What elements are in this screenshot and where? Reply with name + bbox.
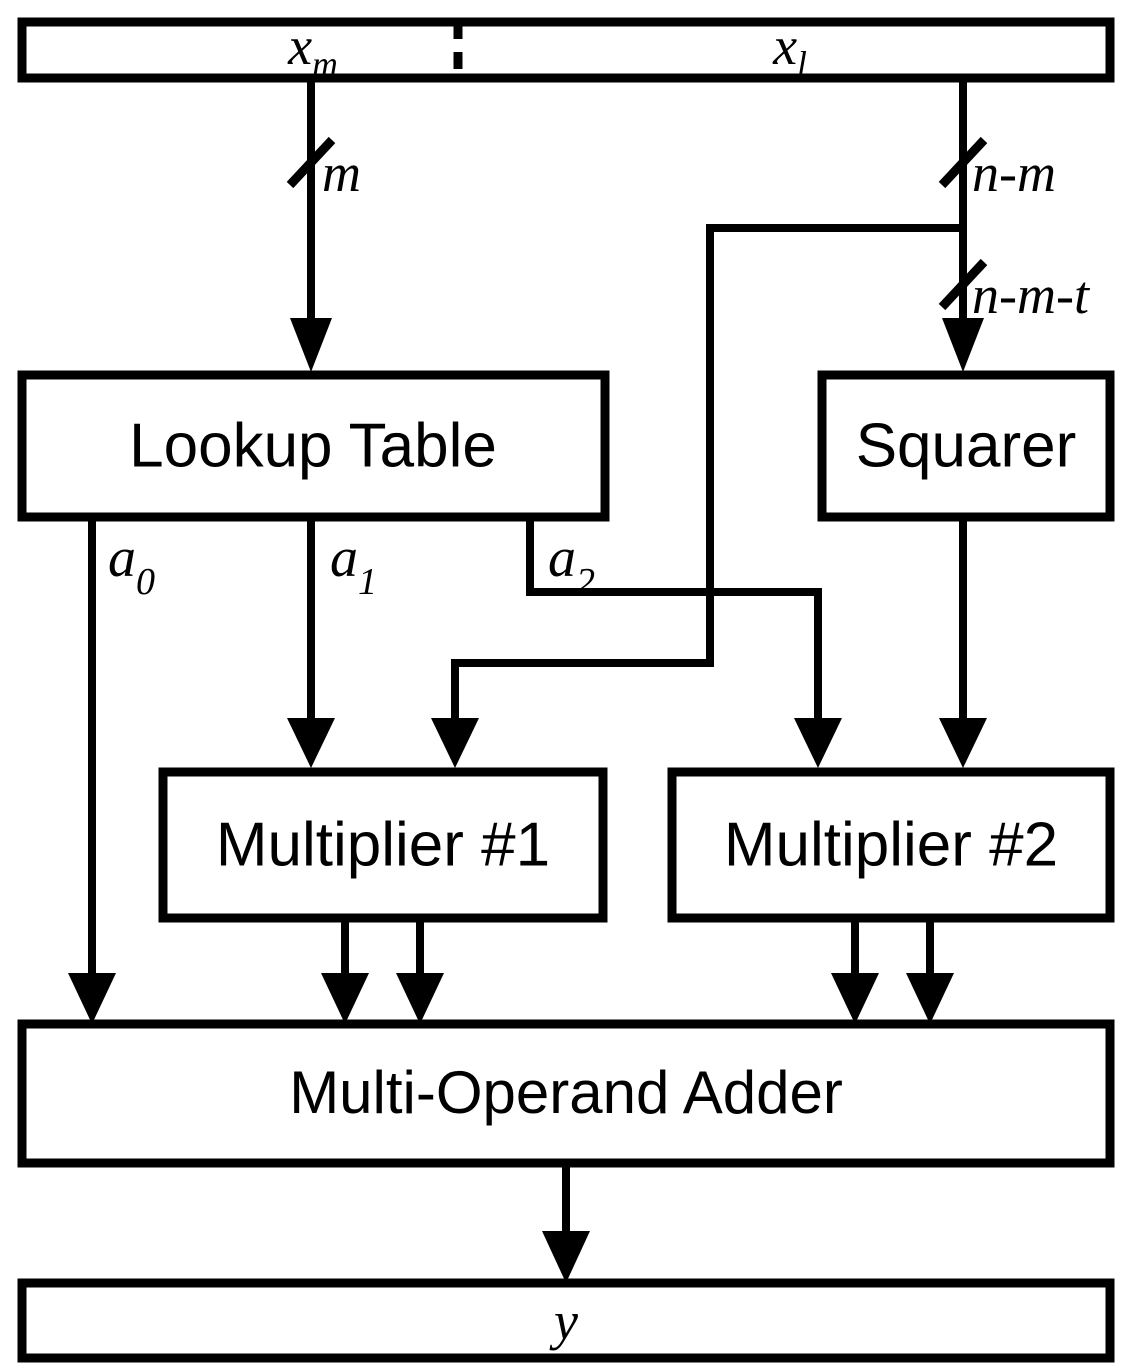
arrow-into-lookup-table	[290, 318, 332, 372]
multiplier-1-label: Multiplier #1	[216, 810, 550, 879]
multi-operand-adder-rect	[17, 1019, 1115, 1168]
coeff-a1-label: a1	[330, 527, 377, 604]
wire-multiplier-2-to-adder	[831, 918, 954, 1024]
lookup-table-block[interactable]: Lookup Table	[17, 370, 610, 522]
arrow-into-squarer	[942, 318, 984, 372]
multiplier-1-block[interactable]: Multiplier #1	[158, 767, 608, 923]
wire-adder-to-output	[542, 1163, 590, 1283]
wire-a2-path	[526, 517, 822, 730]
wire-xl-to-squarer	[938, 78, 988, 372]
squarer-label: Squarer	[856, 411, 1077, 480]
input-field-xl-label: xl	[645, 16, 935, 84]
wire-xm-to-lookup-table	[286, 78, 336, 372]
arrow-m1-out-b-into-adder	[396, 973, 444, 1024]
arrow-a0-into-adder	[68, 973, 116, 1024]
output-word-rect	[17, 1278, 1115, 1363]
lookup-table-rect	[17, 370, 610, 522]
output-y-glyph: y	[554, 1290, 578, 1351]
arrow-m1-out-a-into-adder	[321, 973, 369, 1024]
wire-xl-to-multiplier-1	[431, 224, 963, 768]
multiplier-1-rect	[158, 767, 608, 923]
input-word-rect	[17, 17, 1115, 83]
arrow-into-output-word	[542, 1231, 590, 1283]
arrow-squarer-into-multiplier-2	[939, 718, 987, 768]
squarer-block[interactable]: Squarer	[817, 370, 1115, 522]
input-word-register	[17, 17, 1115, 83]
arrow-m2-out-b-into-adder	[906, 973, 954, 1024]
wire-a1-to-multiplier-1	[287, 517, 335, 768]
multiplier-2-block[interactable]: Multiplier #2	[667, 767, 1115, 923]
multiplier-2-label: Multiplier #2	[724, 810, 1058, 879]
input-field-xm-label: xm	[168, 16, 458, 84]
arrow-xl-into-multiplier-1	[431, 718, 479, 768]
xm-subscript: m	[312, 43, 338, 84]
bus-slash-squarer-in	[938, 258, 988, 311]
coeff-a0-label: a0	[108, 527, 155, 604]
xm-base: x	[288, 16, 313, 77]
bus-width-xm-label: m	[322, 143, 361, 203]
bus-slash-xl	[938, 136, 988, 189]
arrow-a2-into-multiplier-2	[794, 718, 842, 768]
multi-operand-adder-block[interactable]: Multi-Operand Adder	[17, 1019, 1115, 1168]
arrow-a1-into-multiplier-1	[287, 718, 335, 768]
bus-slash-xm	[286, 136, 336, 189]
bus-width-squarer-in-label: n-m-t	[972, 265, 1089, 325]
multiplier-2-rect	[667, 767, 1115, 923]
xl-subscript: l	[797, 43, 807, 84]
bus-width-xl-label: n-m	[972, 143, 1056, 203]
arrow-m2-out-a-into-adder	[831, 973, 879, 1024]
lookup-table-label: Lookup Table	[129, 411, 497, 480]
wire-a0-to-adder	[68, 517, 116, 1024]
wire-squarer-to-multiplier-2	[939, 517, 987, 768]
wire-xl-branch-path	[451, 224, 963, 730]
output-word-register	[17, 1278, 1115, 1363]
xl-base: x	[773, 16, 798, 77]
multi-operand-adder-label: Multi-Operand Adder	[289, 1059, 843, 1126]
output-word-label: y	[22, 1283, 1110, 1358]
wire-a2-to-multiplier-2	[526, 517, 842, 768]
wire-multiplier-1-to-adder	[321, 918, 444, 1024]
